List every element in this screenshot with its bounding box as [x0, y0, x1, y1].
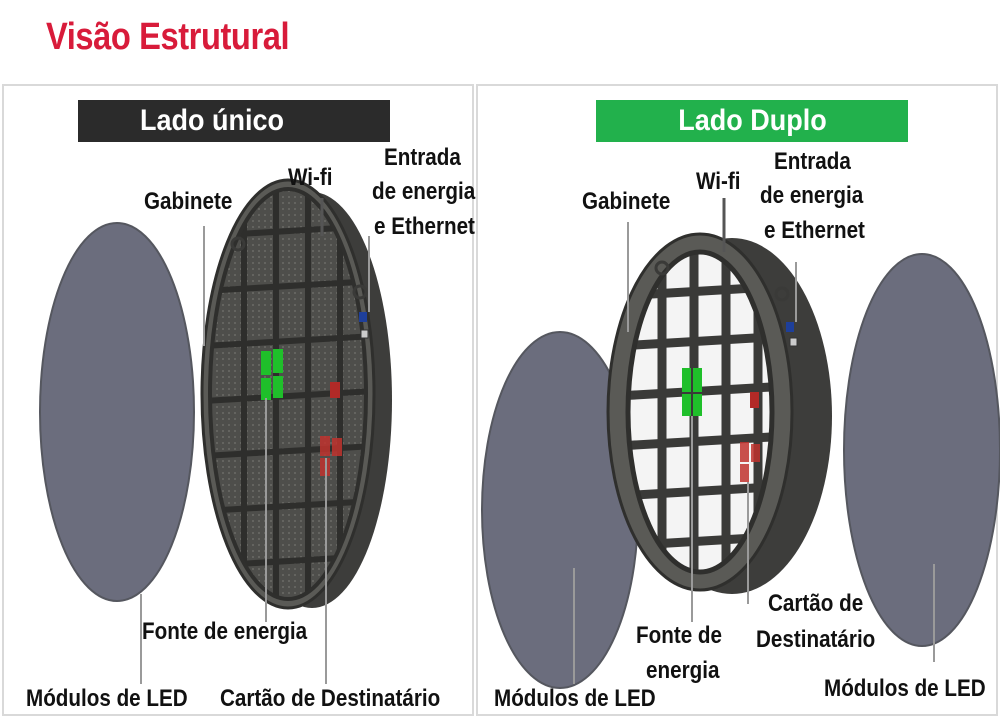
- label-entrada-line-2: de energia: [760, 182, 864, 209]
- leader-lines: [573, 222, 935, 684]
- label-entrada-line-3: e Ethernet: [374, 213, 475, 240]
- label-cartao-de-destinatario: Cartão de Destinatário: [220, 685, 441, 712]
- label-entrada-line-3: e Ethernet: [764, 217, 865, 244]
- label-wifi: Wi-fi: [696, 168, 741, 195]
- label-cartao-line-1: Cartão de: [768, 590, 864, 617]
- label-wifi: Wi-fi: [288, 164, 333, 191]
- label-entrada-line-2: de energia: [372, 178, 476, 205]
- label-modulos-de-led: Módulos de LED: [26, 685, 188, 712]
- power-port: [359, 312, 367, 322]
- lifting-hook: [774, 286, 790, 302]
- lifting-hook: [230, 236, 246, 252]
- single-side-panel: Lado único: [2, 84, 476, 716]
- double-side-banner-label: Lado Duplo: [677, 104, 827, 137]
- ethernet-port: [360, 329, 369, 339]
- led-module-disc-rear: [843, 253, 1000, 647]
- leader-lines: [140, 226, 370, 684]
- label-fonte-line-1: Fonte de: [636, 622, 722, 649]
- label-fonte-de-energia: Fonte de energia: [142, 618, 308, 645]
- label-entrada-line-1: Entrada: [384, 144, 461, 171]
- single-side-illustration: [39, 178, 392, 684]
- label-modulos-de-led-rear: Módulos de LED: [824, 675, 986, 702]
- page-title: Visão Estrutural: [46, 16, 290, 58]
- single-side-banner-label: Lado único: [140, 104, 284, 137]
- label-entrada-line-1: Entrada: [774, 148, 851, 175]
- label-gabinete: Gabinete: [144, 188, 233, 215]
- led-module-disc: [39, 222, 195, 602]
- power-supply-block: [261, 349, 283, 400]
- label-fonte-line-2: energia: [646, 657, 720, 684]
- double-side-panel: Lado Duplo: [476, 84, 1000, 716]
- ethernet-port: [789, 337, 798, 347]
- receiver-card-block: [740, 442, 760, 482]
- double-side-banner: Lado Duplo: [596, 100, 908, 142]
- double-side-illustration: [481, 198, 1000, 689]
- power-port: [786, 322, 794, 332]
- label-gabinete: Gabinete: [582, 188, 671, 215]
- receiver-card-small: [330, 382, 340, 398]
- label-cartao-line-2: Destinatário: [756, 626, 876, 653]
- single-side-banner: Lado único: [78, 100, 390, 142]
- lifting-hook: [654, 260, 670, 276]
- power-supply-block: [682, 368, 702, 416]
- label-modulos-de-led-front: Módulos de LED: [494, 685, 656, 712]
- lifting-hook: [352, 284, 368, 300]
- receiver-card-small: [750, 392, 759, 408]
